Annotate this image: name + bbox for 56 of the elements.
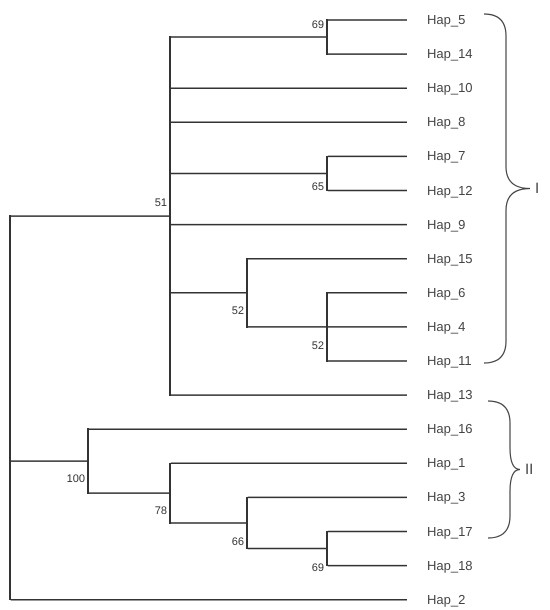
branch-line <box>88 492 170 494</box>
taxon-label: Hap_13 <box>407 386 473 404</box>
taxon-label: Hap_2 <box>407 590 466 609</box>
group-label: II <box>525 462 534 478</box>
bootstrap-value: 52 <box>312 340 324 352</box>
branch-line <box>170 394 407 396</box>
taxon-label: Hap_14 <box>407 45 473 64</box>
branch-line <box>248 326 326 328</box>
branch-line <box>170 87 407 89</box>
branch-line <box>328 360 407 362</box>
branch-line <box>170 462 407 464</box>
taxon-label: Hap_1 <box>407 454 466 472</box>
branch-line <box>328 19 407 21</box>
branch-line <box>170 172 326 174</box>
bootstrap-value: 100 <box>66 473 85 486</box>
group-label: I <box>535 180 540 196</box>
branch-line <box>10 460 88 462</box>
branch-line <box>328 326 407 328</box>
branch-line <box>328 530 407 532</box>
branch-line <box>10 215 170 217</box>
taxon-label: Hap_9 <box>407 216 466 234</box>
bootstrap-value: 52 <box>232 304 244 317</box>
taxon-label: Hap_3 <box>407 488 466 506</box>
taxon-label: Hap_10 <box>407 79 473 98</box>
taxon-label: Hap_7 <box>407 147 466 166</box>
taxon-label: Hap_16 <box>407 420 473 438</box>
branch-line <box>170 522 246 524</box>
bootstrap-value: 65 <box>312 181 324 194</box>
branch-line <box>328 564 407 566</box>
bootstrap-value: 78 <box>154 505 167 518</box>
branch-line <box>10 598 407 600</box>
taxon-label: Hap_18 <box>407 556 473 575</box>
branch-line <box>248 496 407 498</box>
branch-line <box>248 548 326 550</box>
branch-line <box>170 292 246 294</box>
branch-line <box>170 224 407 226</box>
branch-line <box>328 190 407 192</box>
bootstrap-value: 69 <box>312 562 324 574</box>
taxon-label: Hap_17 <box>407 522 473 540</box>
branch-line <box>170 122 407 124</box>
bootstrap-value: 51 <box>154 197 167 210</box>
branch-line <box>328 156 407 158</box>
taxon-label: Hap_15 <box>407 250 473 268</box>
taxon-label: Hap_4 <box>407 318 466 336</box>
branch-line <box>328 292 407 294</box>
branch-line <box>248 258 407 260</box>
taxon-label: Hap_8 <box>407 113 466 132</box>
taxon-label: Hap_12 <box>407 182 473 200</box>
bootstrap-value: 69 <box>312 19 324 32</box>
taxon-label: Hap_5 <box>407 11 466 29</box>
branch-line <box>88 428 407 430</box>
branch-line <box>328 53 407 55</box>
bootstrap-value: 66 <box>232 536 244 548</box>
taxon-label: Hap_11 <box>407 352 472 370</box>
branch-line <box>170 36 326 38</box>
taxon-label: Hap_6 <box>407 284 466 302</box>
